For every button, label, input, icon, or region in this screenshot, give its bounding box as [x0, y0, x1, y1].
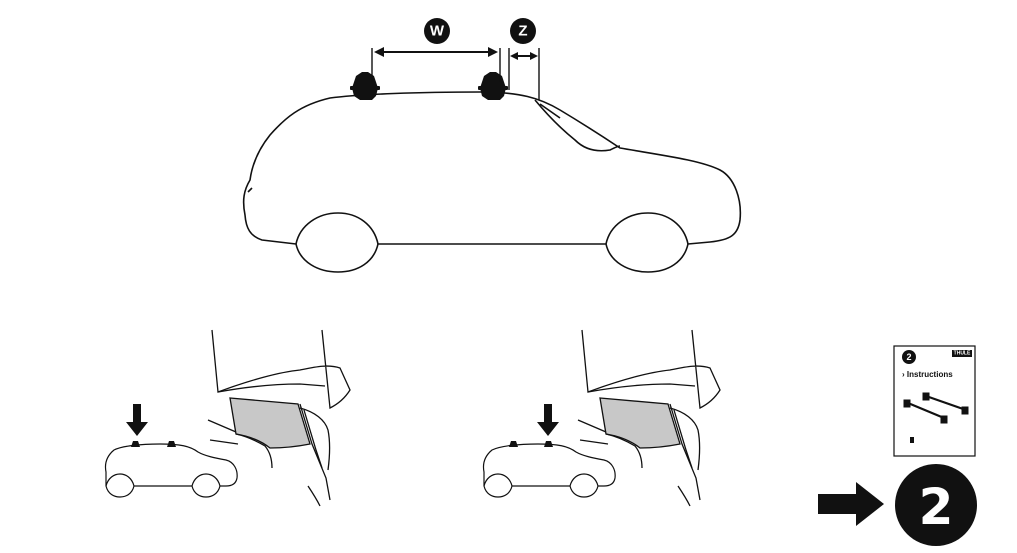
crossbar-icon	[903, 392, 969, 424]
booklet-step-badge	[902, 350, 916, 364]
w-label: W	[430, 23, 445, 40]
closeup-right	[577, 329, 721, 507]
arrow-down-icon	[126, 404, 148, 436]
thule-logo	[952, 350, 972, 357]
roof-rack-foot-icon	[350, 72, 380, 100]
small-part-icon	[910, 437, 914, 443]
roof-rack-foot-icon	[131, 441, 176, 447]
next-step-number: 2	[919, 478, 954, 536]
arrow-down-icon	[537, 404, 559, 436]
booklet-title: › Instructions	[902, 370, 953, 379]
roof-rack-foot-icon	[509, 441, 553, 447]
small-car-right	[482, 443, 616, 498]
booklet-step-number: 2	[906, 352, 911, 362]
next-step-badge: 2	[895, 464, 977, 546]
small-car-left	[104, 443, 238, 498]
roof-rack-foot-icon	[478, 72, 508, 100]
dimension-w: W	[371, 18, 501, 82]
arrow-right-icon	[818, 482, 884, 526]
dimension-z: Z	[508, 18, 540, 100]
closeup-left	[207, 329, 351, 507]
z-label: Z	[518, 23, 527, 40]
instruction-booklet: 2 THULE › Instructions	[893, 345, 976, 457]
car-side-outline	[242, 91, 742, 273]
booklet-brand: THULE	[954, 351, 971, 357]
